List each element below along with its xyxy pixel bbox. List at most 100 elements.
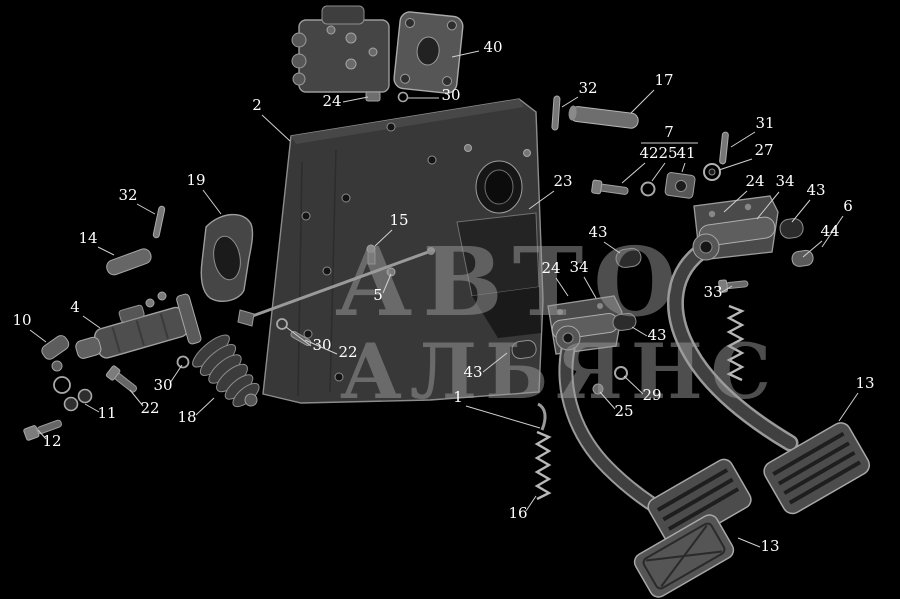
part-label-23: 23	[553, 172, 572, 190]
part-label-14: 14	[78, 229, 97, 247]
pump-flange	[393, 11, 464, 94]
part-label-31: 31	[755, 114, 774, 132]
bushing-43-right	[779, 218, 804, 239]
part-label-15: 15	[389, 211, 408, 229]
part-label-7: 7	[664, 123, 674, 141]
leader-line	[621, 162, 646, 184]
part-label-27: 27	[754, 141, 773, 159]
leader-line	[723, 190, 748, 213]
bolt-22-left	[105, 365, 138, 393]
master-cylinder	[75, 293, 202, 359]
washer-25	[592, 383, 604, 395]
bushing-43-clutch-right	[612, 312, 637, 331]
fasteners-left	[23, 318, 312, 441]
leader-line	[737, 537, 761, 548]
leader-line	[623, 375, 644, 395]
pin-32-left	[152, 205, 166, 239]
pushrod	[237, 247, 435, 327]
part-label-34: 34	[569, 258, 588, 276]
pin-17	[568, 105, 639, 129]
spacer-44	[791, 249, 814, 267]
hydraulic-pump	[291, 5, 464, 103]
part-label-33: 33	[703, 283, 722, 301]
part-label-24: 24	[745, 172, 764, 190]
part-label-6: 6	[843, 197, 853, 215]
leader-line	[756, 191, 780, 220]
leader-line	[304, 339, 338, 355]
brake-pedal	[666, 233, 871, 515]
part-label-40: 40	[483, 38, 502, 56]
brake-pedal-pad	[763, 422, 871, 515]
leader-line	[821, 215, 844, 248]
pin-32-top	[551, 95, 561, 131]
leader-line	[29, 329, 47, 343]
leader-line	[555, 277, 569, 297]
part-label-43: 43	[806, 181, 825, 199]
part-label-41: 41	[676, 144, 695, 162]
leader-line	[528, 190, 555, 210]
washer-30-mid	[276, 318, 288, 330]
brake-return-spring	[726, 304, 745, 382]
part-label-30: 30	[441, 86, 460, 104]
part-label-43: 43	[588, 223, 607, 241]
part-label-12: 12	[42, 432, 61, 450]
part-label-44: 44	[820, 222, 839, 240]
washer-30-left	[176, 355, 190, 369]
rubber-boot	[192, 334, 260, 408]
leader-line	[382, 273, 392, 294]
spring-hook	[537, 402, 547, 431]
part-label-2: 2	[252, 96, 262, 114]
part-label-22: 22	[338, 343, 357, 361]
clutch-pedal	[534, 325, 752, 598]
leader-line	[681, 162, 686, 173]
part-label-5: 5	[373, 286, 383, 304]
leader-line	[261, 114, 291, 142]
part-label-18: 18	[177, 408, 196, 426]
stud-5	[386, 267, 396, 277]
washer-27	[703, 163, 721, 181]
leader-line	[631, 326, 648, 337]
clutch-return-spring-16	[534, 430, 552, 501]
part-label-11: 11	[97, 404, 116, 422]
bolt-12	[23, 419, 62, 441]
part-label-24: 24	[541, 259, 560, 277]
part-label-10: 10	[12, 311, 31, 329]
part-label-34: 34	[775, 172, 794, 190]
leader-line	[525, 495, 537, 512]
washer-30	[397, 91, 409, 103]
seal-bracket	[200, 213, 254, 302]
part-label-25: 25	[614, 402, 633, 420]
part-label-42: 42	[639, 144, 658, 162]
leader-line	[136, 203, 156, 215]
spare-pedal-pad	[633, 514, 735, 598]
leader-line	[202, 189, 222, 215]
brake-pedal-bracket	[615, 195, 814, 293]
leader-line	[721, 285, 733, 293]
part-label-25: 25	[658, 144, 677, 162]
leader-line	[169, 364, 183, 384]
leader-line	[482, 352, 508, 373]
bolt-33	[718, 279, 749, 293]
leader-line	[84, 403, 100, 413]
part-label-43: 43	[463, 363, 482, 381]
fitting-10	[41, 335, 70, 360]
watermark-line2: АЛЬЯНС	[340, 327, 779, 416]
part-label-1: 1	[453, 388, 463, 406]
stud-15	[366, 244, 376, 265]
leader-line	[195, 397, 215, 416]
leader-line	[730, 131, 756, 148]
part-label-32: 32	[578, 79, 597, 97]
leader-line	[802, 240, 823, 258]
leader-line	[630, 89, 655, 114]
leader-line	[129, 389, 144, 407]
leader-line	[82, 315, 101, 329]
leader-line	[374, 229, 393, 247]
watermark-line1: АВТО	[335, 227, 686, 338]
leader-line	[97, 246, 115, 256]
ring-29	[614, 366, 628, 380]
leader-line	[561, 96, 579, 108]
bolt-24	[365, 91, 381, 102]
